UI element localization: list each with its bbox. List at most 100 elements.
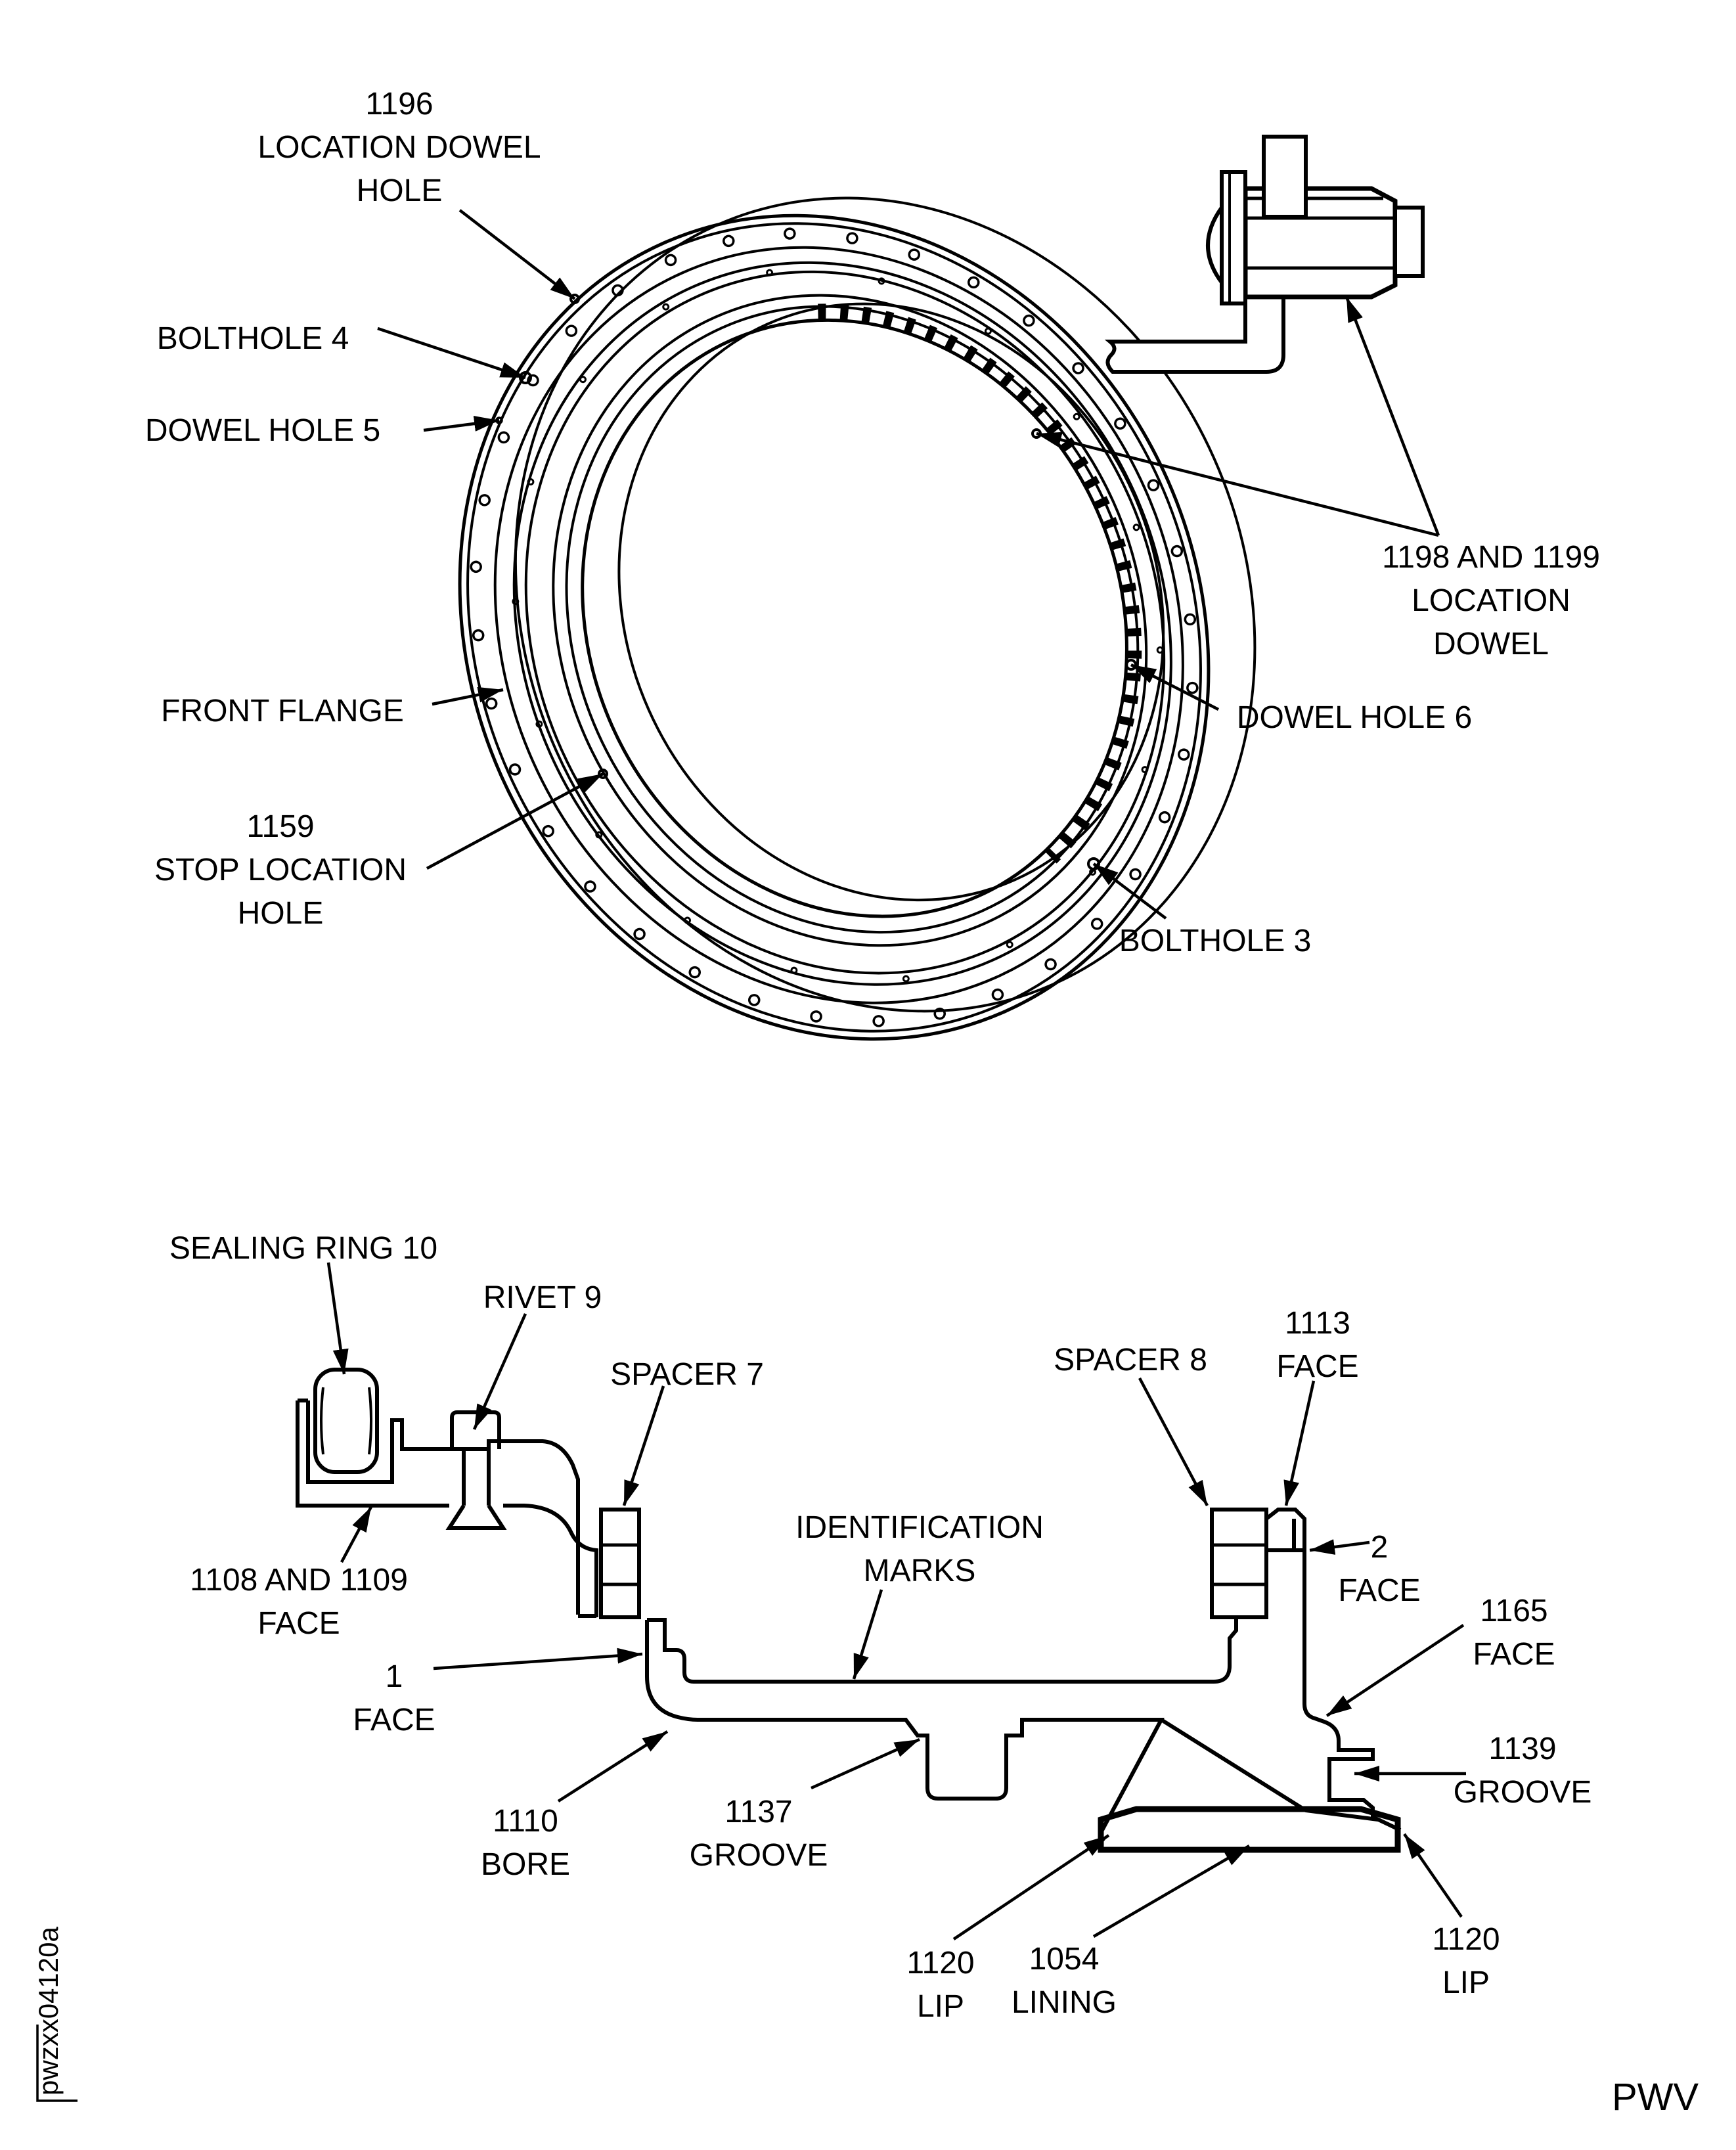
dowel-dot: [1156, 646, 1164, 654]
page-code: PWV: [1612, 2076, 1699, 2118]
bolt-hole: [723, 235, 735, 248]
dowel-dot: [902, 975, 910, 983]
bolt-holes: [470, 227, 1199, 1027]
dowel-dot: [766, 269, 774, 277]
bolt-hole: [664, 254, 677, 267]
leader-bore-1110-0: [557, 1730, 669, 1803]
bolt-hole: [1178, 748, 1190, 761]
bolt-hole: [908, 248, 921, 261]
face-1113-piece: [1264, 1508, 1306, 1552]
label-sealing-ring-10: SEALING RING 10: [169, 1231, 437, 1266]
dowel-dot: [1141, 766, 1149, 774]
rivet: [445, 1410, 507, 1530]
dowel-dot: [1006, 941, 1013, 949]
bolt-hole: [991, 988, 1004, 1001]
bolt-hole: [747, 994, 761, 1006]
bolt-hole: [633, 928, 646, 941]
bolt-hole: [1147, 479, 1160, 491]
leader-bolthole-3-0: [1092, 862, 1167, 920]
bolt-hole: [1023, 314, 1035, 327]
spacer-8-block: [1210, 1508, 1268, 1619]
bolt-hole: [470, 560, 482, 573]
dowel-dot: [595, 831, 603, 839]
leader-face-1113-0: [1283, 1380, 1316, 1506]
leader-face-1108-1109-0: [340, 1506, 372, 1563]
front-flange-ring: [458, 196, 1257, 1041]
seal-housing: [296, 1399, 598, 1618]
leader-arrows: [326, 209, 1466, 1940]
dowel-tab: [1262, 135, 1308, 219]
leader-lip-1120-left-0: [952, 1834, 1110, 1940]
part-code: pwzxx04120a: [33, 1927, 64, 2095]
leader-spacer-7-0: [622, 1385, 665, 1506]
rim-slots: [818, 303, 1142, 864]
leader-identification-marks-0: [852, 1589, 883, 1680]
leader-rivet-9-0: [472, 1313, 527, 1430]
leader-lining-1054-0: [1092, 1845, 1251, 1938]
bolt-hole: [508, 763, 522, 776]
dowel-dot: [790, 966, 798, 974]
bolt-hole: [1184, 613, 1197, 626]
dowel-dot: [527, 478, 535, 485]
bolt-hole: [1186, 681, 1199, 694]
dowel-dot: [512, 598, 520, 606]
leader-spacer-8-0: [1138, 1377, 1209, 1507]
bolt-hole: [688, 966, 701, 979]
bolt-hole: [1114, 417, 1126, 430]
bolt-hole: [565, 325, 578, 337]
bolt-hole: [933, 1007, 946, 1020]
flange-cross-section: [296, 1368, 1402, 1853]
dowel-plate: [1220, 170, 1247, 305]
bolt-hole: [846, 232, 858, 244]
label-rivet-9: RIVET 9: [483, 1280, 602, 1315]
dowel-dot: [579, 376, 587, 384]
leader-location-dowel-hole-1196-0: [458, 209, 576, 300]
body-right-wall: [1302, 1519, 1402, 1832]
leader-face-1165-0: [1325, 1624, 1465, 1717]
bolt-hole: [784, 227, 796, 240]
leader-face-2-0: [1309, 1539, 1370, 1555]
location-dowel-detail: [1104, 135, 1425, 374]
bolt-hole: [584, 880, 596, 893]
leader-location-dowel-1198-1199-0: [1036, 432, 1439, 537]
dowel-dot: [684, 916, 692, 924]
label-front-flange: FRONT FLANGE: [161, 694, 404, 728]
leader-sealing-ring-10-0: [326, 1262, 349, 1375]
dowel-bracket-arm: [1104, 295, 1285, 374]
bolt-hole: [497, 431, 510, 444]
bolt-hole: [1170, 545, 1184, 558]
dowel-dot: [662, 303, 670, 311]
leader-front-flange-0: [432, 686, 504, 706]
bolt-hole: [472, 629, 485, 642]
bolt-hole: [872, 1015, 885, 1027]
spacer-7-block: [599, 1508, 641, 1619]
body-upper: [647, 1617, 1238, 1684]
dowel-dot: [535, 720, 543, 728]
bolt-hole: [1090, 918, 1103, 930]
bolt-hole: [968, 276, 980, 289]
hole-bolthole-4: [519, 371, 532, 384]
bolt-hole: [478, 494, 491, 506]
bolt-hole: [810, 1010, 822, 1023]
leader-stop-location-hole-1159-0: [426, 773, 604, 870]
label-dowel-hole-5: DOWEL HOLE 5: [145, 413, 380, 448]
bolt-hole: [1158, 811, 1171, 824]
leader-groove-1137-0: [811, 1737, 920, 1790]
dowel-cap: [1393, 206, 1425, 278]
hole-1196: [569, 294, 580, 304]
leader-face-1-0: [433, 1647, 643, 1670]
